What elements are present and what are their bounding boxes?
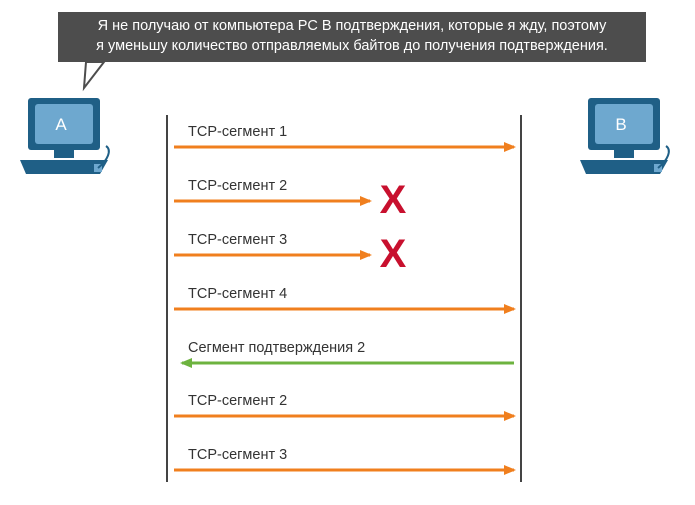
message-label: TCP-сегмент 3 — [188, 232, 287, 248]
message-row: TCP-сегмент 2 — [174, 393, 516, 421]
message-row: Сегмент подтверждения 2 — [180, 340, 514, 368]
message-label: Сегмент подтверждения 2 — [188, 340, 365, 356]
speech-bubble-line-2: я уменьшу количество отправляемых байтов… — [96, 38, 608, 54]
speech-bubble-tail — [82, 61, 107, 92]
message-row: TCP-сегмент 3 — [174, 447, 516, 475]
message-row: TCP-сегмент 4 — [174, 286, 516, 314]
pc-b-label: B — [615, 115, 626, 134]
pc-b-icon: B — [580, 98, 670, 174]
message-label: TCP-сегмент 2 — [188, 178, 287, 194]
message-label: TCP-сегмент 4 — [188, 286, 287, 302]
lost-segment-mark: X — [380, 232, 407, 276]
message-row: TCP-сегмент 1 — [174, 124, 516, 152]
speech-bubble — [58, 12, 646, 92]
speech-bubble-line-1: Я не получаю от компьютера PC B подтверж… — [97, 18, 607, 34]
pc-a-icon: A — [20, 98, 110, 174]
message-row: TCP-сегмент 2 X — [174, 178, 407, 222]
message-label: TCP-сегмент 3 — [188, 447, 287, 463]
speech-bubble-text: Я не получаю от компьютера PC B подтверж… — [62, 16, 642, 56]
lost-segment-mark: X — [380, 178, 407, 222]
pc-a-label: A — [55, 115, 67, 134]
message-label: TCP-сегмент 2 — [188, 393, 287, 409]
message-label: TCP-сегмент 1 — [188, 124, 287, 140]
speech-bubble-box — [58, 12, 646, 62]
message-row: TCP-сегмент 3 X — [174, 232, 407, 276]
